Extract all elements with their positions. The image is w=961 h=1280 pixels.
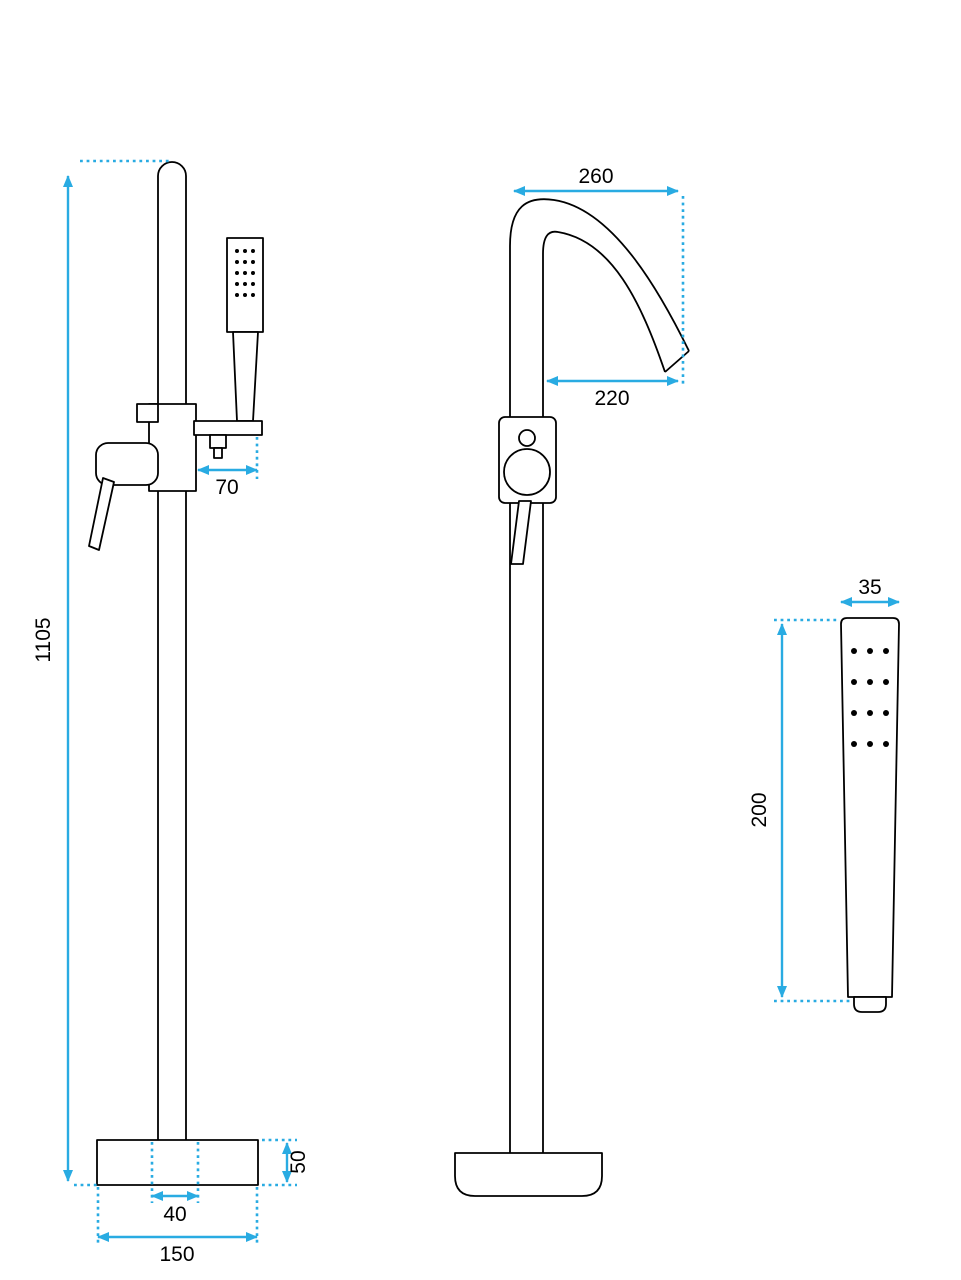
dim-label-base-height: 50 [287,1150,310,1173]
side-cartridge-body [95,442,159,486]
side-mixer-top-step [136,403,159,423]
dim-label-holder-offset: 70 [215,476,238,499]
side-holder-arm [193,420,263,436]
side-view [88,161,264,1186]
side-handset-handle [232,331,259,422]
side-holder-bolt [209,434,227,449]
dimension-annotations: 1105 70 50 40 150 260 220 35 2 [32,159,900,1266]
side-holder-bolt-stem [213,447,223,459]
handset-body [840,617,900,998]
handset-spray-holes [851,648,889,747]
front-mixer-dial [503,448,551,496]
handset-view [840,617,900,1013]
front-lever-handle [510,500,532,565]
front-spout-tip [664,350,690,373]
dim-label-base-width: 150 [159,1243,194,1266]
dim-label-spout-reach: 220 [594,387,629,410]
side-base [96,1139,259,1186]
front-spout-outer-curve [509,198,690,1153]
front-diverter-knob [518,429,536,447]
dim-label-total-height: 1105 [32,617,55,662]
handset-inlet-cap [853,996,887,1013]
dim-label-base-inner: 40 [163,1203,186,1226]
front-spout-inner-curve [542,230,666,1153]
dim-label-spout-overall: 260 [578,165,613,188]
dim-label-handset-width: 35 [858,576,881,599]
side-riser-column [157,161,187,1140]
dim-label-handset-length: 200 [748,792,771,827]
side-lever-handle [88,477,115,551]
side-handset-spray-holes [235,249,255,297]
front-base [454,1152,603,1197]
front-view [454,198,690,1197]
